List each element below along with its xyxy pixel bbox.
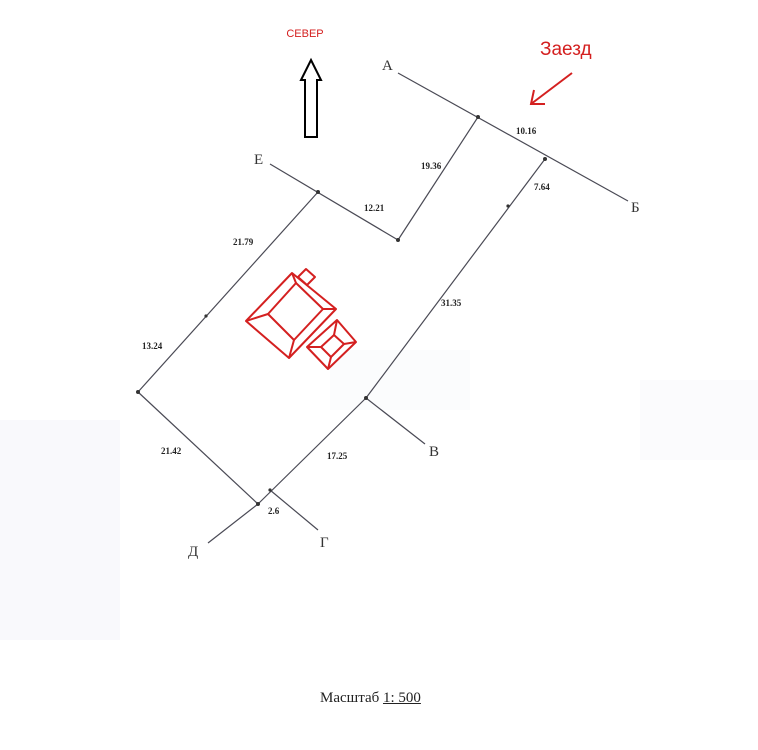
dimension-label: 21.42 [161, 446, 182, 456]
north-arrow-icon [299, 57, 323, 138]
dimension-label: 17.25 [327, 451, 348, 461]
scale-value: 1: 500 [382, 690, 421, 706]
scale-label: Масштаб [320, 690, 380, 706]
entrance-label: Заезд [540, 39, 592, 60]
point-d-label: Д [188, 544, 198, 560]
line-31-35 [365, 158, 546, 399]
scan-background-marks [0, 350, 758, 640]
point-a-label: А [382, 58, 393, 74]
dimension-label: 12.21 [364, 203, 385, 213]
dimension-label: 19.36 [421, 161, 442, 171]
vertex-markers [136, 115, 547, 506]
north-label: СЕВЕР [286, 28, 323, 40]
point-b-label: Б [631, 200, 640, 216]
dimension-label: 13.24 [142, 341, 163, 351]
line-to-v [365, 397, 426, 445]
dimension-label: 2.6 [268, 506, 280, 516]
line-19-36 [397, 116, 479, 241]
point-e-label: Е [254, 152, 263, 168]
dimension-label: 31.35 [441, 298, 462, 308]
entrance-arrow-icon [529, 72, 573, 105]
line-to-d [207, 503, 259, 544]
dimension-label: 7.64 [534, 182, 550, 192]
plot-boundary [137, 72, 629, 544]
house-icon [245, 268, 357, 370]
point-v-label: В [429, 444, 439, 460]
line-e-segment [269, 163, 399, 241]
line-13-24-21-79 [137, 191, 319, 393]
scale-caption: Масштаб 1: 500 [320, 690, 421, 707]
point-g-label: Г [320, 535, 329, 551]
line-21-42 [137, 391, 259, 505]
dimension-label: 10.16 [516, 126, 537, 136]
line-to-g [269, 489, 319, 531]
line-a-b [397, 72, 629, 202]
dimension-label: 21.79 [233, 237, 254, 247]
line-17-25 [257, 397, 367, 505]
